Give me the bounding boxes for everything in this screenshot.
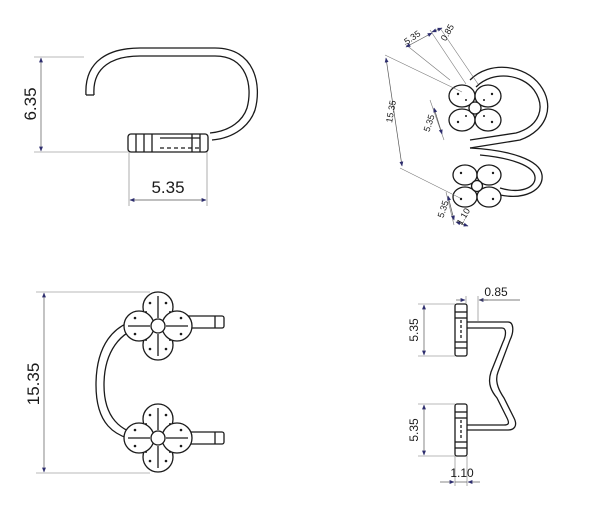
iso-lower-flower xyxy=(452,164,502,208)
top-upper-height-dim-label: 5.35 xyxy=(407,318,421,342)
front-upper-flower xyxy=(123,291,193,361)
iso-dim-e-label: 5.35 xyxy=(436,199,451,219)
top-bottom-width-dim-label: 1.10 xyxy=(450,466,474,480)
top-lower-clip xyxy=(454,403,468,457)
front-c-wire xyxy=(95,317,151,443)
side-view: 6.35 5.35 xyxy=(21,47,258,206)
side-clip-block xyxy=(127,133,209,153)
top-view: 0.85 5.35 5.35 1.10 xyxy=(407,285,520,486)
front-lower-flower xyxy=(123,403,193,473)
side-hook-wire-inner xyxy=(93,55,250,134)
front-height-dim-label: 15.35 xyxy=(24,363,43,406)
iso-upper-flower xyxy=(448,84,502,132)
iso-dim-f-label: 1.10 xyxy=(455,206,472,226)
front-view: 15.35 xyxy=(24,291,225,474)
top-lower-height-dim-label: 5.35 xyxy=(407,418,421,442)
side-hook-wire xyxy=(85,47,258,141)
side-width-dim-label: 5.35 xyxy=(151,178,184,197)
iso-dim-c-label: 15.35 xyxy=(384,100,398,124)
iso-lower-loop xyxy=(469,147,543,197)
iso-dim-d-label: 5.35 xyxy=(422,113,437,133)
iso-view: 15.35 5.35 0.85 5.35 5.35 1.10 xyxy=(384,22,549,227)
top-wire xyxy=(466,321,517,431)
iso-dim-b-label: 0.85 xyxy=(439,22,456,42)
side-height-dim-label: 6.35 xyxy=(21,87,40,120)
top-upper-clip xyxy=(454,303,468,357)
top-upper-width-dim-label: 0.85 xyxy=(484,285,508,299)
iso-upper-loop xyxy=(469,66,549,149)
